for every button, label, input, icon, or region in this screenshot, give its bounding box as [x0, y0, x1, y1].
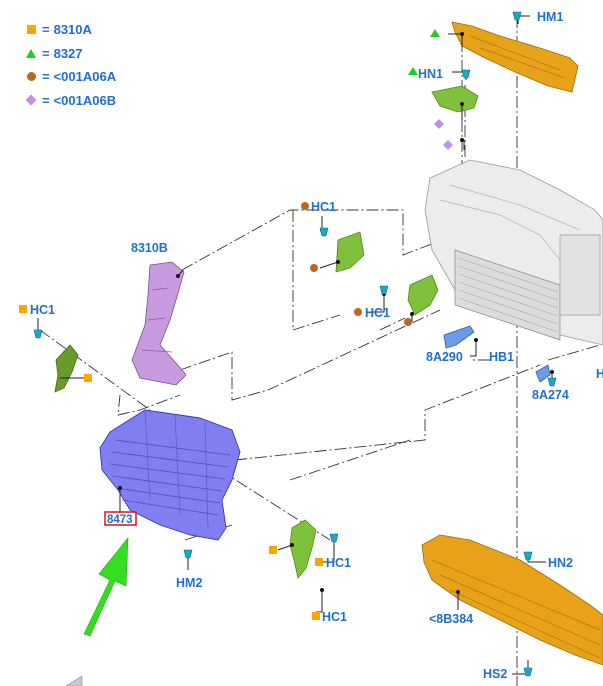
purple-diamond-icon	[434, 119, 444, 129]
legend-row-8310a: = 8310A	[24, 18, 116, 42]
legend-text: <001A06A	[53, 69, 117, 85]
green-clip-left	[54, 344, 79, 393]
fastener-icon	[523, 667, 533, 677]
radiator-support-assembly	[424, 159, 603, 346]
orange-square-icon	[269, 546, 277, 554]
brown-circle-icon	[310, 264, 318, 272]
orange-square-icon	[19, 305, 27, 313]
legend-equals: =	[42, 45, 50, 61]
label-hm2: HM2	[176, 576, 202, 590]
blue-bracket-8a274	[535, 364, 551, 383]
legend-equals: =	[42, 22, 50, 38]
fastener-icons	[33, 11, 557, 677]
fastener-icon	[329, 533, 339, 543]
green-triangle-icon	[408, 67, 418, 75]
lower-orange-shield-8b384	[421, 534, 603, 666]
fastener-icon	[461, 69, 471, 79]
legend-text: 8310A	[53, 22, 92, 38]
label-hc1-top: HC1	[311, 200, 336, 214]
label-8a274: 8A274	[532, 388, 569, 402]
fastener-icon	[547, 377, 557, 387]
legend-row-001a06a: = <001A06A	[24, 65, 116, 89]
upper-orange-bracket	[451, 21, 579, 93]
green-clip-middle	[407, 274, 439, 316]
direction-arrow-icon	[83, 537, 129, 637]
orange-square-icon	[24, 23, 38, 37]
blue-bracket-8a290	[443, 325, 475, 349]
label-8a290: 8A290	[426, 350, 463, 364]
brown-circle-icon	[354, 308, 362, 316]
legend-row-8327: = 8327	[24, 42, 116, 66]
purple-diamond-markers	[434, 119, 453, 150]
highlight-box	[104, 511, 137, 526]
part-labels: HM1 HN1 HC1 8310B HC1 HC1 8A290 HB1 8A27…	[30, 10, 603, 681]
label-hc1-lower-2: HC1	[322, 610, 347, 624]
label-8b384: <8B384	[429, 612, 473, 626]
legend-text: 8327	[53, 45, 83, 61]
green-triangle-icon	[24, 46, 38, 60]
orange-square-icon	[312, 612, 320, 620]
view-indicator-icon	[65, 675, 83, 686]
green-bracket-upper	[431, 85, 479, 113]
label-hm1: HM1	[537, 10, 563, 24]
label-h-edge: H	[596, 367, 603, 381]
purple-diamond-icon	[24, 93, 38, 107]
label-8473: 8473	[107, 514, 133, 526]
fastener-icon	[512, 11, 522, 21]
label-hb1: HB1	[489, 350, 514, 364]
active-grille-shutter-8473	[99, 409, 241, 541]
green-clip-top	[335, 231, 365, 273]
fastener-icon	[319, 227, 329, 237]
label-8310b: 8310B	[131, 241, 168, 255]
orange-square-icon	[84, 374, 92, 382]
label-hs2: HS2	[483, 667, 507, 681]
orange-square-icon	[315, 558, 323, 566]
purple-deflector-8310b	[131, 261, 187, 386]
label-hc1-mid: HC1	[365, 306, 390, 320]
label-hc1-left: HC1	[30, 303, 55, 317]
brown-circle-icon	[404, 318, 412, 326]
fastener-icon	[379, 285, 389, 295]
green-triangle-icon	[430, 29, 440, 37]
label-hc1-lower-1: HC1	[326, 556, 351, 570]
symbol-legend: = 8310A = 8327 = <001A06A = <001A06B	[24, 18, 116, 112]
green-clip-lower	[289, 519, 317, 579]
fastener-icon	[183, 549, 193, 559]
purple-diamond-icon	[443, 140, 453, 150]
label-hn2: HN2	[548, 556, 573, 570]
legend-text: <001A06B	[53, 92, 117, 108]
brown-circle-icon	[301, 202, 309, 210]
diagram-symbol-markers	[19, 29, 440, 620]
label-hn1: HN1	[418, 67, 443, 81]
legend-equals: =	[42, 69, 50, 85]
legend-row-001a06b: = <001A06B	[24, 89, 116, 113]
fastener-icon	[33, 329, 43, 339]
legend-equals: =	[42, 92, 50, 108]
fastener-icon	[523, 551, 533, 561]
brown-circle-icon	[24, 70, 38, 84]
